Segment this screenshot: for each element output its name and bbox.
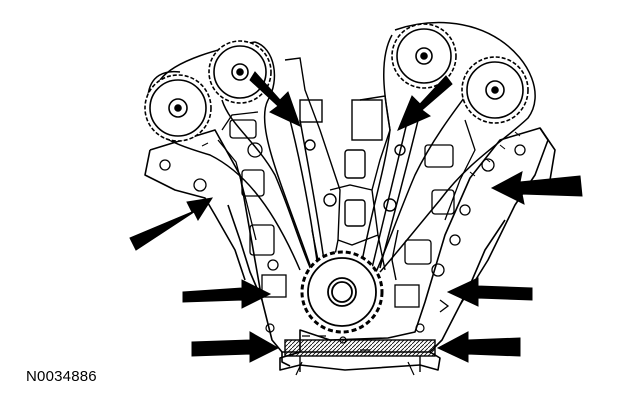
left-inner-cam-sprocket (208, 40, 272, 104)
right-cover-details (394, 119, 526, 313)
bolt-details (265, 323, 425, 376)
oil-pan-rail (284, 339, 436, 372)
crankshaft-sprocket (300, 250, 384, 334)
right-inner-cam-sprocket (391, 23, 457, 89)
callout-arrows (129, 71, 583, 363)
figure-label: N0034886 (26, 368, 97, 385)
callout-arrow-icon (182, 279, 272, 309)
callout-arrow-icon (129, 197, 214, 251)
timing-chains (146, 21, 536, 273)
callout-arrow-icon (446, 277, 533, 307)
callout-arrow-icon (397, 75, 453, 131)
right-outer-cam-sprocket (461, 56, 529, 124)
callout-arrow-icon (436, 331, 521, 363)
callout-arrow-icon (191, 331, 280, 363)
left-outer-cam-sprocket (144, 74, 212, 142)
callout-arrow-icon (249, 71, 301, 127)
callout-arrow-icon (490, 171, 583, 205)
left-cover-details (159, 111, 287, 298)
